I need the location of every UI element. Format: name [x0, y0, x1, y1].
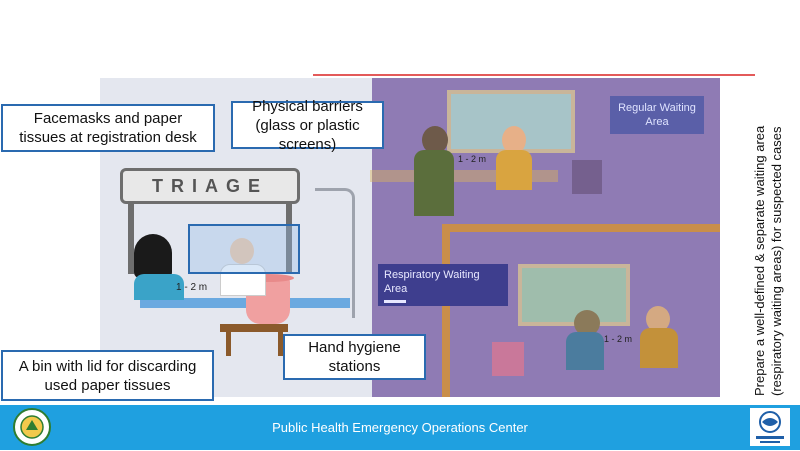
waiting-area-divider-horizontal [442, 224, 720, 232]
bin-lid [242, 274, 294, 282]
institute-logo-icon [750, 408, 790, 446]
side-note-line-2: (respiratory waiting areas) for suspecte… [769, 126, 784, 396]
side-note-line-1: Prepare a well-defined & separate waitin… [752, 125, 767, 396]
callout-hand-hygiene: Hand hygiene stations [283, 334, 426, 380]
person-top-2-body [496, 150, 532, 190]
patient-hair [134, 234, 172, 278]
sign-post-right [286, 204, 292, 274]
side-note-svg: Prepare a well-defined & separate waitin… [752, 122, 784, 396]
table-leg-right [278, 332, 283, 356]
glass-screen [188, 224, 300, 274]
distance-label-top: 1 - 2 m [458, 154, 487, 164]
callout-physical-barriers: Physical barriers (glass or plastic scre… [231, 98, 384, 153]
sign-post-left [128, 204, 134, 274]
staff-body [220, 264, 266, 296]
person-top-1-head [422, 126, 448, 154]
empty-chair-top [572, 160, 602, 194]
empty-chair-bottom [492, 342, 524, 376]
triage-sign: TRIAGE [120, 168, 300, 204]
person-bottom-2-body [640, 328, 678, 368]
person-bottom-1-body [566, 332, 604, 370]
screen-frame [315, 188, 355, 318]
small-table [220, 324, 288, 332]
person-bottom-1-head [574, 310, 600, 336]
person-top-2-head [502, 126, 526, 154]
table-leg-left [226, 332, 231, 356]
side-note-text: Prepare a well-defined & separate waitin… [752, 122, 784, 396]
person-bottom-2-head [646, 306, 670, 332]
wall-picture-bottom [518, 264, 630, 326]
patient-body [134, 274, 184, 300]
waiting-area-divider-vertical [442, 224, 450, 397]
distance-label-desk: 1 - 2 m [176, 282, 208, 293]
callout-bin: A bin with lid for discarding used paper… [1, 350, 214, 401]
triage-illustration: TRIAGE 1 - 2 m Regular Waiting Area 1 - … [100, 78, 720, 397]
respiratory-waiting-area-sign: Respiratory Waiting Area [378, 264, 508, 306]
footer-bar [0, 405, 800, 450]
top-divider-line [313, 74, 755, 76]
arrow-right-icon [384, 300, 406, 303]
distance-label-bottom: 1 - 2 m [604, 334, 633, 344]
staff-head [230, 238, 254, 264]
regular-waiting-area-sign: Regular Waiting Area [610, 96, 704, 134]
callout-facemasks: Facemasks and paper tissues at registrat… [1, 104, 215, 152]
ministry-logo-icon [12, 408, 52, 446]
registration-desk [140, 298, 350, 308]
side-note: Prepare a well-defined & separate waitin… [748, 78, 790, 400]
person-top-1-body [414, 150, 454, 216]
respiratory-waiting-area-label: Respiratory Waiting Area [384, 269, 480, 295]
footer-title: Public Health Emergency Operations Cente… [272, 420, 528, 435]
